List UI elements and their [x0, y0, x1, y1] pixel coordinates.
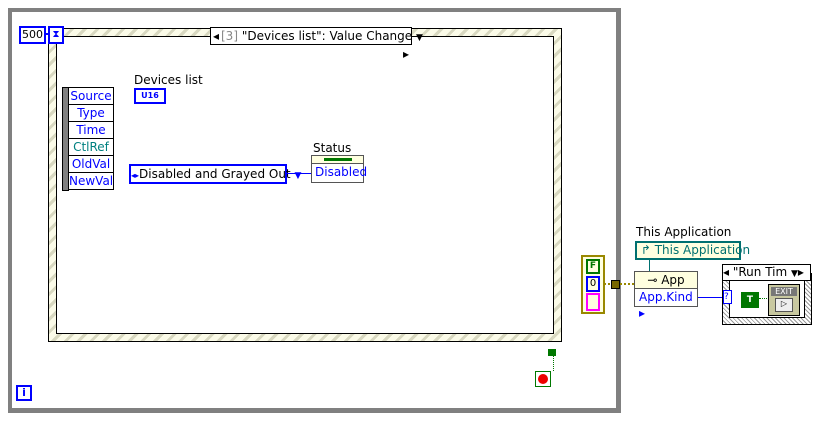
status-label: Status	[313, 141, 352, 155]
property-node[interactable]: ⊸ App App.Kind ▸	[634, 271, 698, 320]
event-case-selector[interactable]: ◂[3] "Devices list": Value Change ▼▸	[210, 27, 423, 61]
event-data-oldval[interactable]: OldVal	[68, 155, 114, 173]
case-selector-terminal[interactable]: ?	[723, 290, 732, 304]
while-loop	[8, 8, 621, 413]
devices-list-terminal[interactable]: U16	[134, 88, 166, 104]
this-application-constant[interactable]: ↱ This Application	[635, 241, 750, 260]
ring-constant[interactable]: ◂▸Disabled and Grayed Out ▼	[129, 164, 301, 184]
case-selector[interactable]: ◂ "Run Tim ▼▸	[722, 264, 811, 281]
iteration-terminal: i	[16, 385, 32, 401]
cluster-constant[interactable]: F 0	[581, 255, 605, 314]
event-structure	[48, 28, 562, 342]
event-data-type[interactable]: Type	[68, 104, 114, 122]
this-application-label: This Application	[636, 225, 732, 239]
stop-wire	[553, 356, 554, 371]
event-data-source[interactable]: Source	[68, 87, 114, 105]
stop-terminal[interactable]	[535, 371, 551, 387]
event-data-time[interactable]: Time	[68, 121, 114, 139]
stop-icon	[538, 374, 548, 384]
event-data-newval[interactable]: NewVal	[68, 172, 114, 190]
devices-list-label: Devices list	[134, 73, 203, 87]
true-constant[interactable]: T	[741, 292, 759, 308]
stop-tunnel	[548, 349, 556, 356]
timeout-constant[interactable]: 500	[19, 26, 46, 44]
status-indicator[interactable]: Disabled	[311, 155, 367, 183]
event-data-ctlref[interactable]: CtlRef	[68, 138, 114, 156]
quit-labview-icon[interactable]: EXIT ▷	[768, 284, 800, 316]
hourglass-icon: ⧗	[48, 26, 64, 44]
